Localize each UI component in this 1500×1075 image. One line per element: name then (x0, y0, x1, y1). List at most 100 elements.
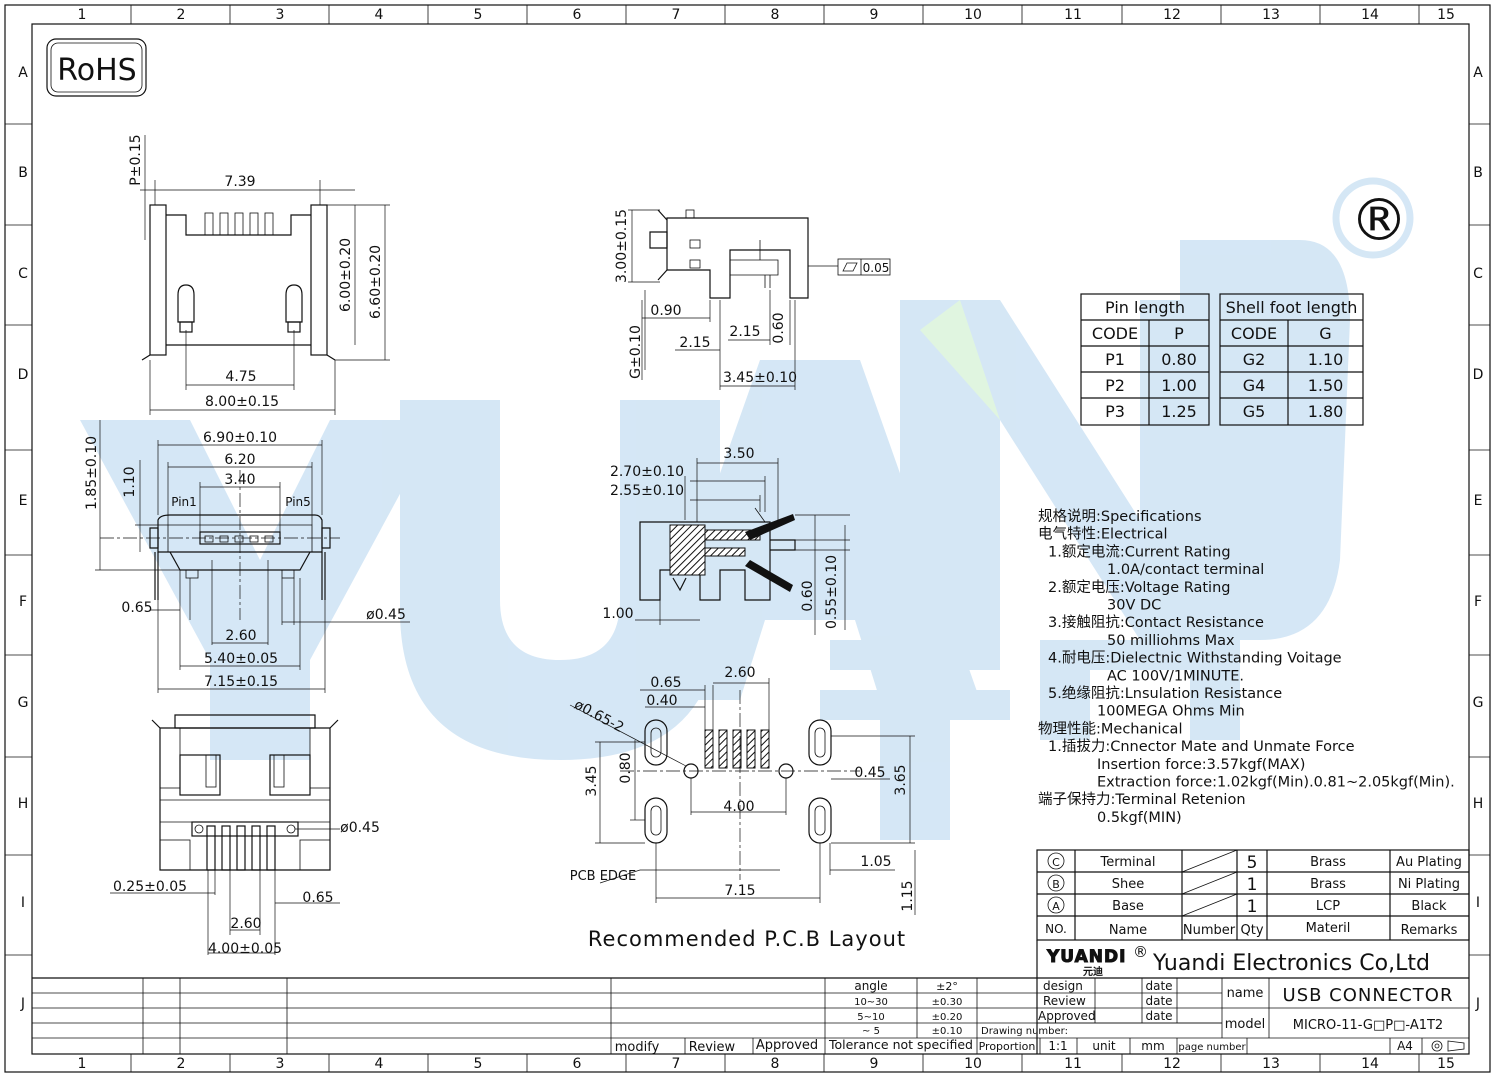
bom-name: Base (1112, 899, 1144, 914)
label-pin5: Pin5 (285, 495, 311, 509)
top-view: P±0.15 7.39 6.00±0.20 6.60±0.20 4.75 8.0… (128, 134, 390, 415)
border-row-A: A (18, 65, 28, 81)
watermark-registered: ® (1350, 186, 1408, 254)
front-view: 6.90±0.10 6.20 3.40 1.85±0.10 1.10 Pin1 … (84, 420, 410, 693)
border-row-G: G (18, 695, 29, 711)
border-col-11: 11 (1064, 7, 1082, 23)
side-view: 0.05 3.00±0.15 0.90 2.15 2.15 0.60 G±0.1… (614, 209, 891, 390)
dim-1-00: 1.00 (602, 606, 633, 622)
bom-name: Terminal (1100, 855, 1156, 870)
logo-subtext: 元迪 (1083, 965, 1103, 978)
border-col-13: 13 (1262, 7, 1280, 23)
dim-4-00-pcb: 4.00 (723, 799, 754, 815)
border-row-right-D: D (1473, 367, 1484, 383)
bom-qty: 1 (1247, 897, 1258, 917)
dim-3-00: 3.00±0.15 (614, 209, 630, 283)
border-row-right-F: F (1474, 594, 1482, 610)
pin-table-cell-code: P2 (1105, 376, 1125, 395)
border-col-bottom-9: 9 (870, 1056, 879, 1072)
shell-table-cell-code: G2 (1243, 350, 1266, 369)
border-col-bottom-6: 6 (573, 1056, 582, 1072)
spec-line: 30V DC (1107, 598, 1161, 614)
border-col-3: 3 (276, 7, 285, 23)
spec-line: 4.耐电压:Dielectnic Withstanding Voitage (1048, 650, 1342, 667)
dim-0-25: 0.25±0.05 (113, 879, 187, 895)
dim-3-45: 3.45±0.10 (723, 370, 797, 386)
dim-7-39: 7.39 (224, 174, 255, 190)
pin-table-title: Pin length (1105, 298, 1185, 317)
pin-table-cell-value: 1.00 (1161, 376, 1197, 395)
border-col-5: 5 (474, 7, 483, 23)
dim-0-80: 0.80 (618, 752, 634, 783)
border-col-2: 2 (177, 7, 186, 23)
tol-angle: angle (854, 979, 887, 993)
bom-remarks: Ni Plating (1398, 877, 1460, 892)
border-col-8: 8 (771, 7, 780, 23)
title-block (32, 940, 1469, 1054)
specifications: 规格说明:Specifications电气特性:Electrical1.额定电流… (1038, 508, 1455, 826)
border-col-bottom-13: 13 (1262, 1056, 1280, 1072)
tb-approved: Approved (756, 1038, 818, 1053)
tol-range-1-value: ±0.30 (932, 997, 963, 1008)
border-row-F: F (19, 594, 27, 610)
logo-registered: ® (1133, 943, 1148, 961)
border-col-12: 12 (1163, 7, 1181, 23)
tb-date-label: date (1145, 1009, 1172, 1023)
shell-table-title: Shell foot length (1226, 298, 1358, 317)
tb-page-number: page number (1178, 1042, 1246, 1053)
border-col-10: 10 (964, 7, 982, 23)
label-pcb-edge: PCB EDGE (570, 869, 636, 884)
border-row-right-B: B (1473, 165, 1483, 181)
bom-material: Brass (1310, 877, 1346, 892)
dim-1-10: 1.10 (122, 466, 138, 497)
dim-1-15: 1.15 (900, 880, 916, 911)
tb-tolerance: Tolerance not specified (828, 1037, 973, 1052)
spec-line: 电气特性:Electrical (1038, 526, 1168, 543)
border-col-bottom-10: 10 (964, 1056, 982, 1072)
logo-text: YUANDI (1046, 947, 1126, 967)
dim-2-70: 2.70±0.10 (610, 464, 684, 480)
shell-table-cell-value: 1.50 (1308, 376, 1344, 395)
dim-6-20: 6.20 (224, 452, 255, 468)
dim-2-55: 2.55±0.10 (610, 483, 684, 499)
dim-dia-0-45-bottom: ø0.45 (340, 820, 380, 836)
bom-remarks: Au Plating (1396, 855, 1462, 870)
tb-modify: modify (615, 1040, 660, 1055)
spec-line: 物理性能:Mechanical (1038, 720, 1182, 737)
border-row-I: I (21, 895, 25, 911)
bom-no: B (1052, 878, 1060, 891)
tb-unit: unit (1092, 1039, 1116, 1053)
tb-size: A4 (1397, 1039, 1413, 1053)
dim-0-60: 0.60 (771, 312, 787, 343)
dim-6-60: 6.60±0.20 (368, 245, 384, 319)
spec-line: 1.额定电流:Current Rating (1048, 543, 1231, 560)
border-col-1: 1 (78, 7, 87, 23)
spec-line: 50 milliohms Max (1107, 633, 1235, 649)
tb-model-value: MICRO-11-G□P□-A1T2 (1293, 1018, 1443, 1033)
bom-header-number: Number (1183, 923, 1236, 938)
dim-3-50: 3.50 (723, 446, 754, 462)
dim-2-15-b: 2.15 (729, 324, 760, 340)
border-row-right-I: I (1476, 895, 1480, 911)
border-row-H: H (18, 796, 29, 812)
tb-design-label: design (1043, 979, 1083, 993)
bom-header-name: Name (1109, 923, 1147, 938)
tb-model-label: model (1225, 1017, 1265, 1032)
tb-name-label: name (1227, 986, 1264, 1001)
shell-table-cell-value: 1.10 (1308, 350, 1344, 369)
dim-6-00: 6.00±0.20 (338, 238, 354, 312)
border-col-bottom-3: 3 (276, 1056, 285, 1072)
tb-date-label: date (1145, 994, 1172, 1008)
pin-table-header-value: P (1174, 324, 1184, 343)
bom-header-qty: Qty (1240, 923, 1263, 938)
dim-0-55: 0.55±0.10 (824, 555, 840, 629)
border-col-4: 4 (375, 7, 384, 23)
dim-0-45-pcb: 0.45 (854, 765, 885, 781)
spec-line: 2.额定电压:Voltage Rating (1048, 579, 1230, 596)
spec-line: 端子保持力:Terminal Retenion (1038, 791, 1246, 808)
pin-length-table (1080, 293, 1210, 426)
sheet-border (4, 4, 1491, 1073)
flatness-value: 0.05 (863, 261, 890, 275)
spec-line: 1.插拔力:Cnnector Mate and Unmate Force (1048, 738, 1355, 755)
